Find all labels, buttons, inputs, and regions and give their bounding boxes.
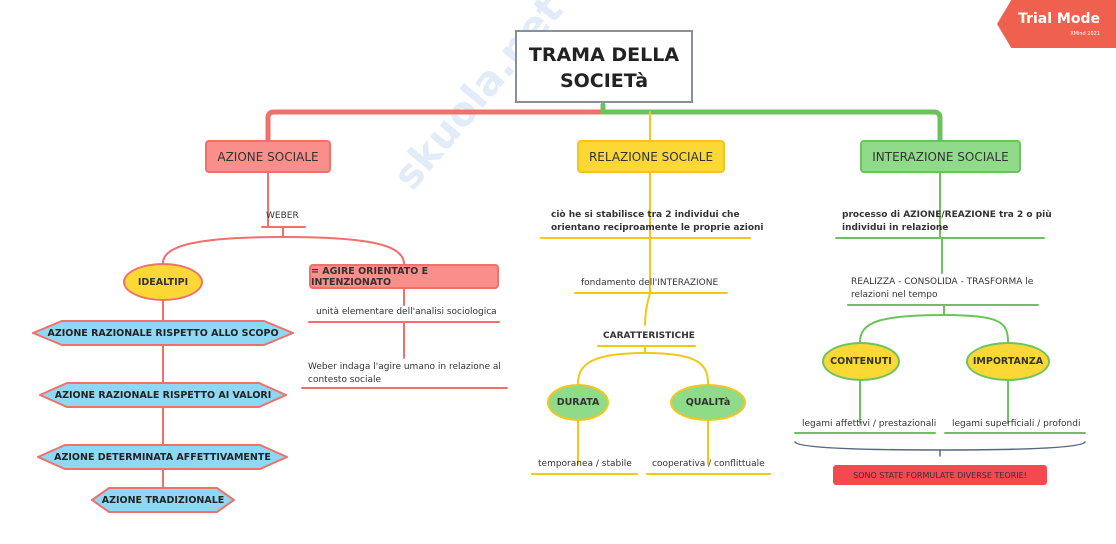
azione-type-label: AZIONE RAZIONALE RISPETTO AI VALORI	[54, 389, 272, 401]
agire-node[interactable]: = AGIRE ORIENTATO E INTENZIONATO	[309, 264, 499, 289]
topic-interazione-sociale[interactable]: INTERAZIONE SOCIALE	[860, 140, 1021, 173]
azione-type-label: AZIONE DETERMINATA AFFETTIVAMENTE	[54, 451, 271, 463]
trial-mode-badge[interactable]: Trial Mode XMind 2021	[997, 0, 1116, 48]
azione-type-node[interactable]: AZIONE DETERMINATA AFFETTIVAMENTE	[37, 444, 288, 470]
azione-type-node[interactable]: AZIONE RAZIONALE RISPETTO ALLO SCOPO	[32, 320, 294, 346]
durata-value[interactable]: temporanea / stabile	[538, 459, 632, 469]
relazione-definition[interactable]: ciò he si stabilisce tra 2 individui che…	[551, 209, 764, 235]
qualita-node[interactable]: QUALITà	[670, 384, 746, 421]
relazione-def-line1: ciò he si stabilisce tra 2 individui che	[551, 210, 740, 220]
root-topic[interactable]: TRAMA DELLA SOCIETà	[515, 30, 693, 103]
contenuti-value[interactable]: legami affettivi / prestazionali	[802, 419, 937, 429]
weber-label[interactable]: WEBER	[266, 211, 299, 221]
interazione-definition[interactable]: processo di AZIONE/REAZIONE tra 2 o più …	[842, 209, 1052, 235]
azione-type-label: AZIONE TRADIZIONALE	[101, 494, 225, 506]
trial-mode-sub: XMind 2021	[1070, 31, 1100, 37]
qualita-value[interactable]: cooperativa / conflittuale	[652, 459, 765, 469]
realizza-text[interactable]: REALIZZA - CONSOLIDA - TRASFORMA le rela…	[851, 276, 1033, 302]
trial-mode-title: Trial Mode	[1018, 11, 1100, 27]
interazione-def-line1: processo di AZIONE/REAZIONE tra 2 o più	[842, 210, 1052, 220]
topic-relazione-sociale[interactable]: RELAZIONE SOCIALE	[577, 140, 725, 173]
weber-indaga-line2: contesto sociale	[308, 375, 382, 385]
importanza-value[interactable]: legami superficiali / profondi	[952, 419, 1081, 429]
azione-type-label: AZIONE RAZIONALE RISPETTO ALLO SCOPO	[47, 327, 279, 339]
azione-type-node[interactable]: AZIONE RAZIONALE RISPETTO AI VALORI	[39, 382, 287, 408]
interazione-def-line2: individui in relazione	[842, 223, 949, 233]
durata-node[interactable]: DURATA	[547, 384, 609, 421]
root-line1: TRAMA DELLA	[528, 44, 680, 66]
importanza-node[interactable]: IMPORTANZA	[966, 342, 1050, 381]
caratteristiche-label[interactable]: CARATTERISTICHE	[603, 331, 695, 341]
realizza-line2: relazioni nel tempo	[851, 290, 938, 300]
unita-text[interactable]: unità elementare dell'analisi sociologic…	[316, 307, 497, 317]
realizza-line1: REALIZZA - CONSOLIDA - TRASFORMA le	[851, 277, 1034, 287]
azione-type-node[interactable]: AZIONE TRADIZIONALE	[91, 487, 235, 513]
relazione-def-line2: orientano reciproamente le proprie azion…	[551, 223, 764, 233]
weber-indaga-line1: Weber indaga l'agire umano in relazione …	[308, 362, 501, 372]
contenuti-node[interactable]: CONTENUTI	[822, 342, 900, 381]
weber-indaga-text[interactable]: Weber indaga l'agire umano in relazione …	[308, 361, 501, 387]
root-line2: SOCIETà	[559, 70, 649, 92]
teorie-callout[interactable]: SONO STATE FORMULATE DIVERSE TEORIE!	[833, 465, 1047, 485]
idealtipi-node[interactable]: IDEALTIPI	[123, 263, 203, 301]
fondamento-text[interactable]: fondamento dell'INTERAZIONE	[581, 278, 719, 288]
topic-azione-sociale[interactable]: AZIONE SOCIALE	[205, 140, 331, 173]
